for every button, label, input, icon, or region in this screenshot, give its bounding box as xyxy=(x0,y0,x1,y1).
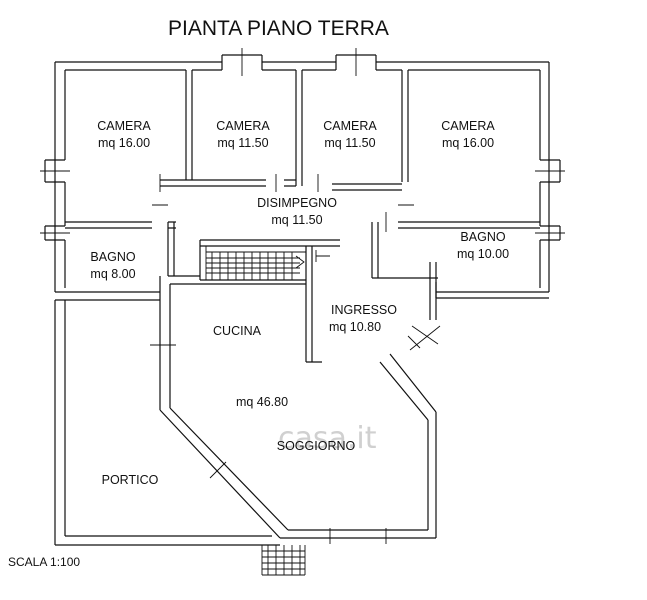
room-name: CUCINA xyxy=(213,324,262,338)
room-camera-1: CAMERA mq 16.00 xyxy=(97,119,151,150)
staircase-interior xyxy=(205,246,330,280)
room-name: CAMERA xyxy=(441,119,495,133)
watermark: casa.it xyxy=(278,421,377,456)
room-area: mq 10.80 xyxy=(329,320,381,334)
room-area: mq 8.00 xyxy=(90,267,135,281)
room-area: mq 11.50 xyxy=(324,136,375,150)
room-name: PORTICO xyxy=(102,473,159,487)
room-camera-3: CAMERA mq 11.50 xyxy=(323,119,377,150)
scale-label: SCALA 1:100 xyxy=(8,555,80,569)
room-cucina: CUCINA xyxy=(213,324,262,338)
room-portico: PORTICO xyxy=(102,473,159,487)
room-name: INGRESSO xyxy=(331,303,397,317)
room-area: mq 46.80 xyxy=(236,395,288,409)
room-name: CAMERA xyxy=(323,119,377,133)
openings xyxy=(40,48,565,544)
room-name: DISIMPEGNO xyxy=(257,196,337,210)
room-ingresso: INGRESSO mq 10.80 xyxy=(329,303,397,334)
plan-title: PIANTA PIANO TERRA xyxy=(168,17,389,40)
room-soggiorno: mq 46.80 SOGGIORNO xyxy=(236,395,356,453)
room-bagno-1: BAGNO mq 8.00 xyxy=(90,250,135,281)
room-camera-2: CAMERA mq 11.50 xyxy=(216,119,270,150)
room-name: SOGGIORNO xyxy=(277,439,356,453)
staircase-exterior xyxy=(261,545,306,576)
room-area: mq 10.00 xyxy=(457,247,509,261)
room-disimpegno: DISIMPEGNO mq 11.50 xyxy=(257,196,337,227)
room-name: CAMERA xyxy=(216,119,270,133)
room-bagno-2: BAGNO mq 10.00 xyxy=(457,230,509,261)
room-name: BAGNO xyxy=(460,230,505,244)
room-area: mq 16.00 xyxy=(442,136,494,150)
room-area: mq 16.00 xyxy=(98,136,150,150)
room-area: mq 11.50 xyxy=(271,213,322,227)
room-area: mq 11.50 xyxy=(217,136,268,150)
room-name: CAMERA xyxy=(97,119,151,133)
room-name: BAGNO xyxy=(90,250,135,264)
room-camera-4: CAMERA mq 16.00 xyxy=(441,119,495,150)
